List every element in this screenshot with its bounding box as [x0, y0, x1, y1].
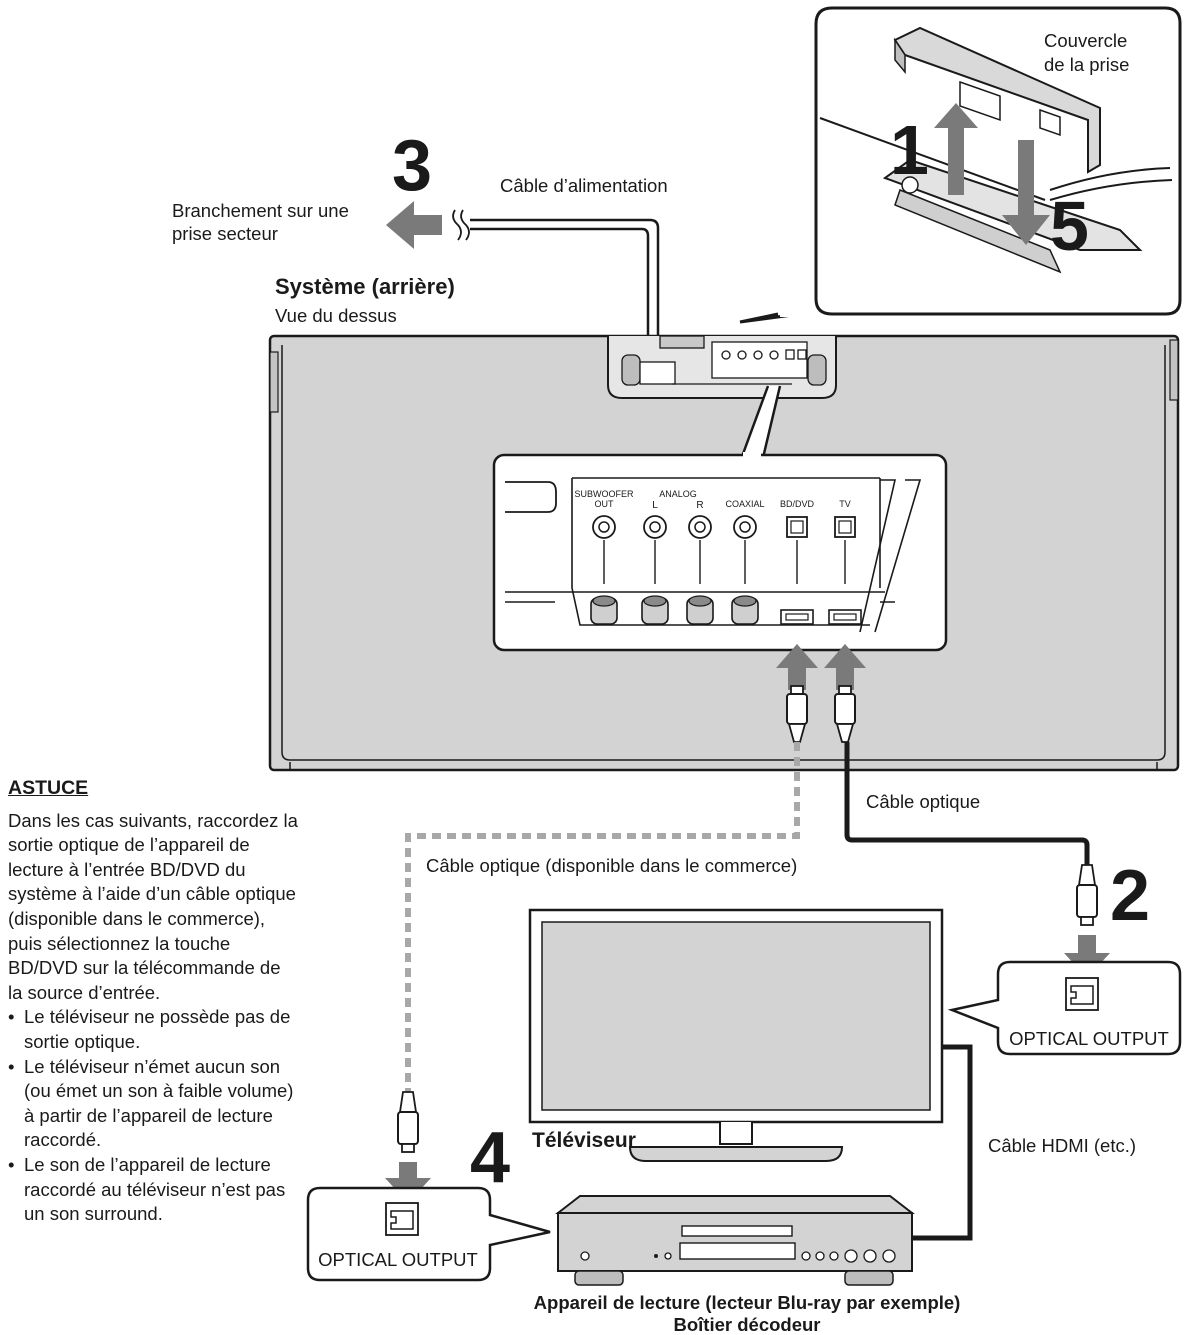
television: [528, 908, 944, 1162]
panel-r-label: R: [696, 500, 703, 511]
outlet-label-line2: prise secteur: [172, 223, 278, 244]
optical-cable-commercial-label: Câble optique (disponible dans le commer…: [426, 855, 797, 876]
left-arrow: [386, 201, 442, 249]
panel-subwoofer-line2: OUT: [595, 499, 615, 509]
panel-analog-label: ANALOG: [659, 489, 697, 499]
optical-cable-label: Câble optique: [866, 791, 980, 812]
tv-optical-output-callout: OPTICAL OUTPUT: [947, 960, 1182, 1056]
step-number-4: 4: [470, 1118, 510, 1198]
down-arrow: [1002, 140, 1050, 245]
panel-l-label: L: [652, 500, 658, 511]
cover-label-line1: Couvercle: [1044, 30, 1127, 51]
panel-tv-label: TV: [839, 499, 851, 509]
coaxial-jack: [731, 515, 759, 625]
power-cable-label: Câble d’alimentation: [500, 175, 668, 196]
analog-r-jack: [686, 515, 714, 625]
panel-bddvd-label: BD/DVD: [780, 499, 815, 509]
analog-l-jack: [641, 515, 669, 625]
subwoofer-jack: [590, 515, 618, 625]
step-number-2: 2: [1110, 856, 1150, 936]
player-label-line1: Appareil de lecture (lecteur Blu-ray par…: [534, 1292, 961, 1313]
cover-label-line2: de la prise: [1044, 54, 1129, 75]
up-arrow: [934, 103, 978, 195]
step-number-1: 1: [890, 111, 929, 189]
optical-plug-tv-side: [1076, 864, 1098, 926]
tip-bullet: Le son de l’appareil de lecture raccordé…: [8, 1153, 300, 1227]
tv-label: Téléviseur: [532, 1129, 636, 1152]
tip-bullet: Le téléviseur n’émet aucun son (ou émet …: [8, 1055, 300, 1153]
step-number-3: 3: [392, 126, 432, 206]
bddvd-optical-jack: [780, 516, 814, 625]
optical-output-label-tv: OPTICAL OUTPUT: [1009, 1028, 1169, 1049]
hdmi-cable: [912, 1044, 973, 1241]
tip-bullet: Le téléviseur ne possède pas de sortie o…: [8, 1005, 300, 1054]
up-arrow-tv: [824, 644, 866, 690]
tip-heading: ASTUCE: [8, 777, 89, 799]
panel-subwoofer-line1: SUBWOOFER: [574, 489, 634, 499]
connector-panel: SUBWOOFER OUT ANALOG L R COAXIAL BD/DVD …: [492, 385, 948, 652]
tip-intro: Dans les cas suivants, raccordez la sort…: [8, 809, 298, 1003]
hdmi-cable-label: Câble HDMI (etc.): [988, 1135, 1136, 1156]
player-optical-output-callout: OPTICAL OUTPUT: [306, 1186, 551, 1282]
optical-plug-player-side: [397, 1091, 419, 1153]
optical-cable-commercial: [405, 742, 800, 1092]
outlet-label-line1: Branchement sur une: [172, 200, 349, 221]
playback-device: [555, 1195, 915, 1286]
step-number-5: 5: [1050, 187, 1089, 265]
cover-inset: 1 5 Couvercle de la prise: [739, 6, 1182, 324]
panel-coaxial-label: COAXIAL: [725, 499, 764, 509]
optical-output-label-player: OPTICAL OUTPUT: [318, 1249, 478, 1270]
tip-list: Le téléviseur ne possède pas de sortie o…: [8, 1005, 300, 1226]
tv-optical-jack: [828, 516, 862, 625]
system-rear-title: Système (arrière): [275, 274, 455, 299]
up-arrow-bddvd: [776, 644, 818, 690]
down-arrow-player-output: [385, 1162, 431, 1203]
optical-cable: [844, 742, 1090, 865]
power-cable: [452, 209, 660, 362]
down-arrow-tv-output: [1064, 935, 1110, 978]
player-label-line2: Boîtier décodeur: [674, 1314, 821, 1335]
top-view-label: Vue du dessus: [275, 305, 397, 326]
tip-box: ASTUCE Dans les cas suivants, raccordez …: [8, 776, 300, 1227]
